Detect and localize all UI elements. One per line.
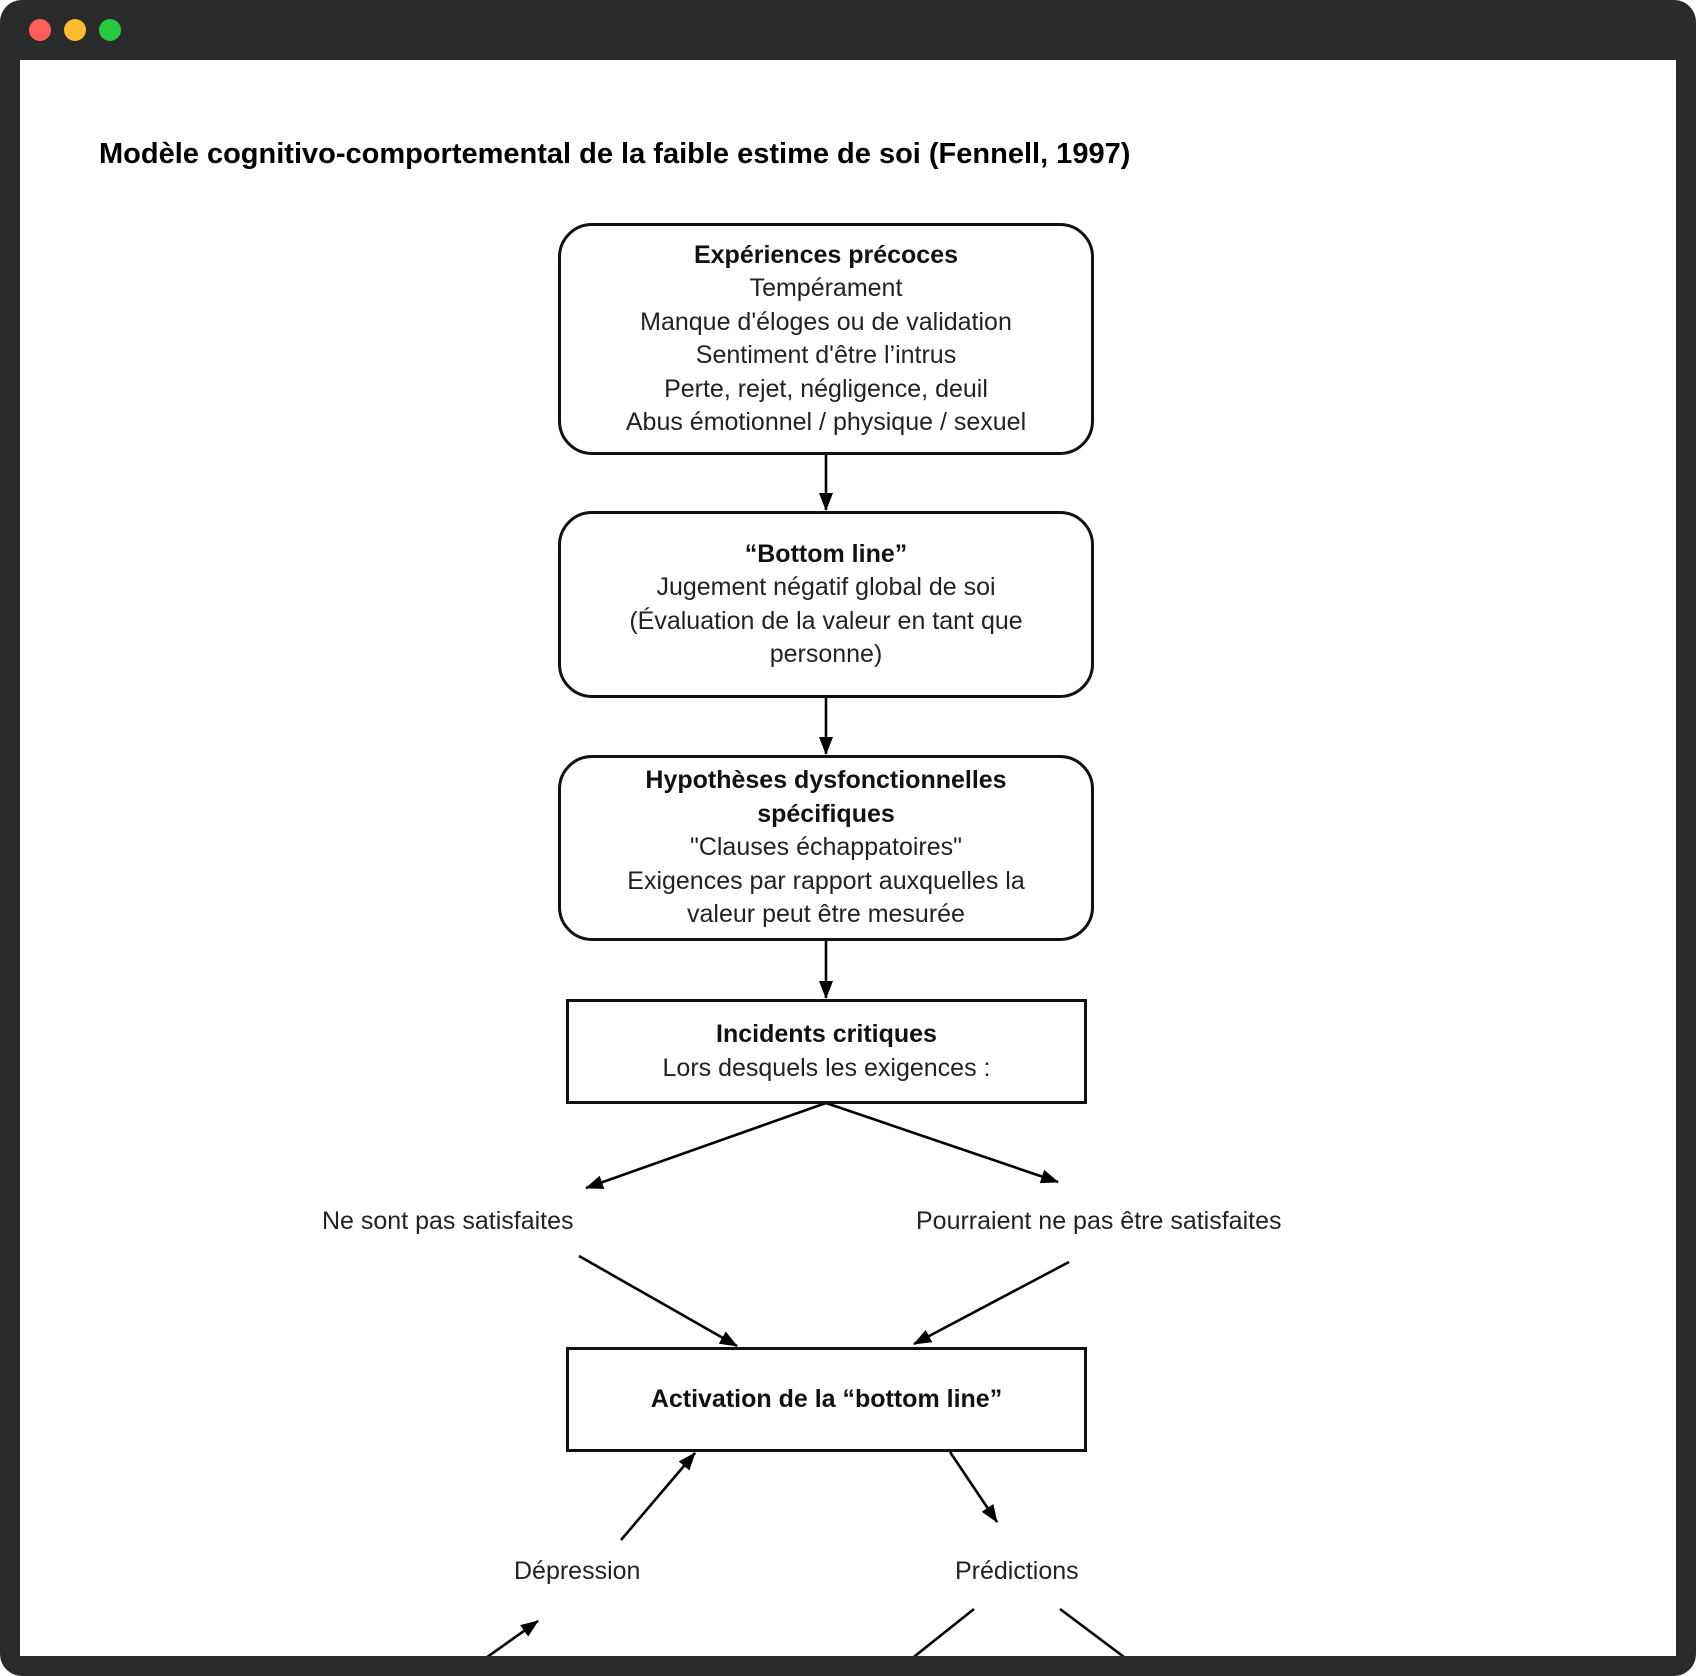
close-button[interactable] [29, 19, 51, 41]
assumptions-text: Exigences par rapport auxquelles la [627, 866, 1025, 895]
bottom-line-box: “Bottom line” Jugement négatif global de… [558, 511, 1094, 698]
early-experiences-heading: Expériences précoces [693, 240, 959, 269]
activation-box: Activation de la “bottom line” [566, 1347, 1087, 1452]
branch-not-met-label: Ne sont pas satisfaites [322, 1207, 574, 1235]
assumptions-text: "Clauses échappatoires" [689, 833, 963, 862]
document-view: Modèle cognitivo-comportemental de la fa… [20, 60, 1676, 1656]
early-experiences-item: Manque d'éloges ou de validation [640, 307, 1012, 336]
early-experiences-item: Tempérament [749, 274, 903, 302]
arrow-depression-to-activation [620, 1452, 696, 1541]
bottom-line-text: Jugement négatif global de soi [656, 573, 996, 601]
bottom-line-text: personne) [769, 640, 883, 668]
line-predictions-right [1059, 1607, 1125, 1656]
arrow-into-depression [486, 1619, 539, 1656]
page-title: Modèle cognitivo-comportemental de la fa… [99, 138, 1131, 170]
critical-incidents-box: Incidents critiques Lors desquels les ex… [566, 999, 1087, 1104]
diagram-connectors [486, 453, 1125, 1656]
arrow-incidents-to-might-not-be-met [825, 1101, 1059, 1184]
assumptions-heading: spécifiques [757, 799, 895, 828]
zoom-button[interactable] [99, 19, 121, 41]
predictions-label: Prédictions [955, 1557, 1079, 1585]
arrow-might-not-be-met-to-activation [913, 1260, 1070, 1346]
activation-heading: Activation de la “bottom line” [650, 1384, 1003, 1413]
assumptions-box: Hypothèses dysfonctionnelles spécifiques… [558, 755, 1094, 941]
critical-incidents-heading: Incidents critiques [716, 1020, 937, 1048]
early-experiences-item: Sentiment d'être l’intrus [695, 341, 957, 369]
depression-label: Dépression [514, 1557, 641, 1585]
critical-incidents-text: Lors desquels les exigences : [662, 1053, 991, 1082]
arrow-activation-to-predictions [948, 1451, 999, 1523]
assumptions-heading: Hypothèses dysfonctionnelles [645, 766, 1007, 795]
early-experiences-item: Abus émotionnel / physique / sexuel [625, 408, 1027, 436]
title-bar [0, 0, 1696, 60]
line-predictions-left [912, 1607, 975, 1656]
assumptions-text: valeur peut être mesurée [687, 900, 965, 929]
early-experiences-box: Expériences précoces Tempérament Manque … [558, 223, 1094, 455]
arrow-not-met-to-activation [578, 1254, 738, 1348]
bottom-line-text: (Évaluation de la valeur en tant que [629, 606, 1023, 635]
branch-might-not-be-met-label: Pourraient ne pas être satisfaites [916, 1207, 1282, 1235]
arrow-incidents-to-not-met [585, 1101, 827, 1190]
bottom-line-heading: “Bottom line” [744, 539, 908, 568]
early-experiences-item: Perte, rejet, négligence, deuil [664, 374, 988, 403]
minimize-button[interactable] [64, 19, 86, 41]
